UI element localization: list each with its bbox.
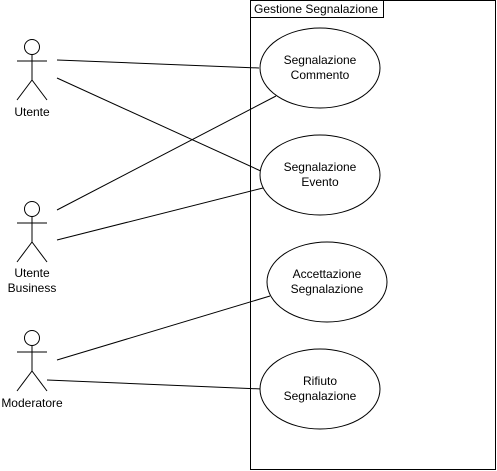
use-case-segnalazione-commento-label: Segnalazione Commento bbox=[260, 52, 380, 84]
use-case-segnalazione-commento[interactable] bbox=[259, 27, 381, 109]
use-case-segnalazione-evento-label: Segnalazione Evento bbox=[260, 159, 380, 191]
association-moderatore-accettazione bbox=[56, 295, 271, 361]
actor-moderatore-figure[interactable] bbox=[16, 330, 48, 392]
association-business-commento bbox=[56, 95, 277, 211]
use-case-label-line: Rifiuto bbox=[302, 374, 337, 388]
association-utente-evento bbox=[56, 77, 264, 173]
use-case-segnalazione-evento[interactable] bbox=[259, 134, 381, 216]
use-case-label-line: Segnalazione bbox=[290, 282, 364, 296]
actor-utente-label: Utente bbox=[14, 105, 50, 119]
association-utente-commento bbox=[56, 59, 260, 69]
use-case-rifiuto-segnalazione[interactable] bbox=[259, 348, 381, 430]
actor-utente-business-figure[interactable] bbox=[16, 201, 48, 263]
association-business-evento bbox=[56, 187, 264, 241]
use-case-accettazione-segnalazione-label: Accettazione Segnalazione bbox=[267, 266, 387, 298]
actor-utente-business-label-line2: Business bbox=[7, 281, 57, 295]
association-moderatore-rifiuto bbox=[46, 379, 263, 390]
use-case-label-line: Accettazione bbox=[292, 267, 362, 281]
use-case-label-line: Segnalazione bbox=[283, 389, 357, 403]
actor-moderatore-label: Moderatore bbox=[1, 396, 63, 410]
use-case-label-line: Evento bbox=[301, 175, 339, 189]
actor-utente-figure[interactable] bbox=[16, 39, 48, 101]
use-case-rifiuto-segnalazione-label: Rifiuto Segnalazione bbox=[260, 373, 380, 405]
use-case-label-line: Segnalazione bbox=[283, 160, 357, 174]
use-case-accettazione-segnalazione[interactable] bbox=[266, 241, 388, 323]
actor-utente-business-label-line1: Utente bbox=[14, 266, 50, 280]
use-case-label-line: Segnalazione bbox=[283, 53, 357, 67]
system-title: Gestione Segnalazione bbox=[250, 0, 384, 18]
use-case-label-line: Commento bbox=[290, 68, 350, 82]
